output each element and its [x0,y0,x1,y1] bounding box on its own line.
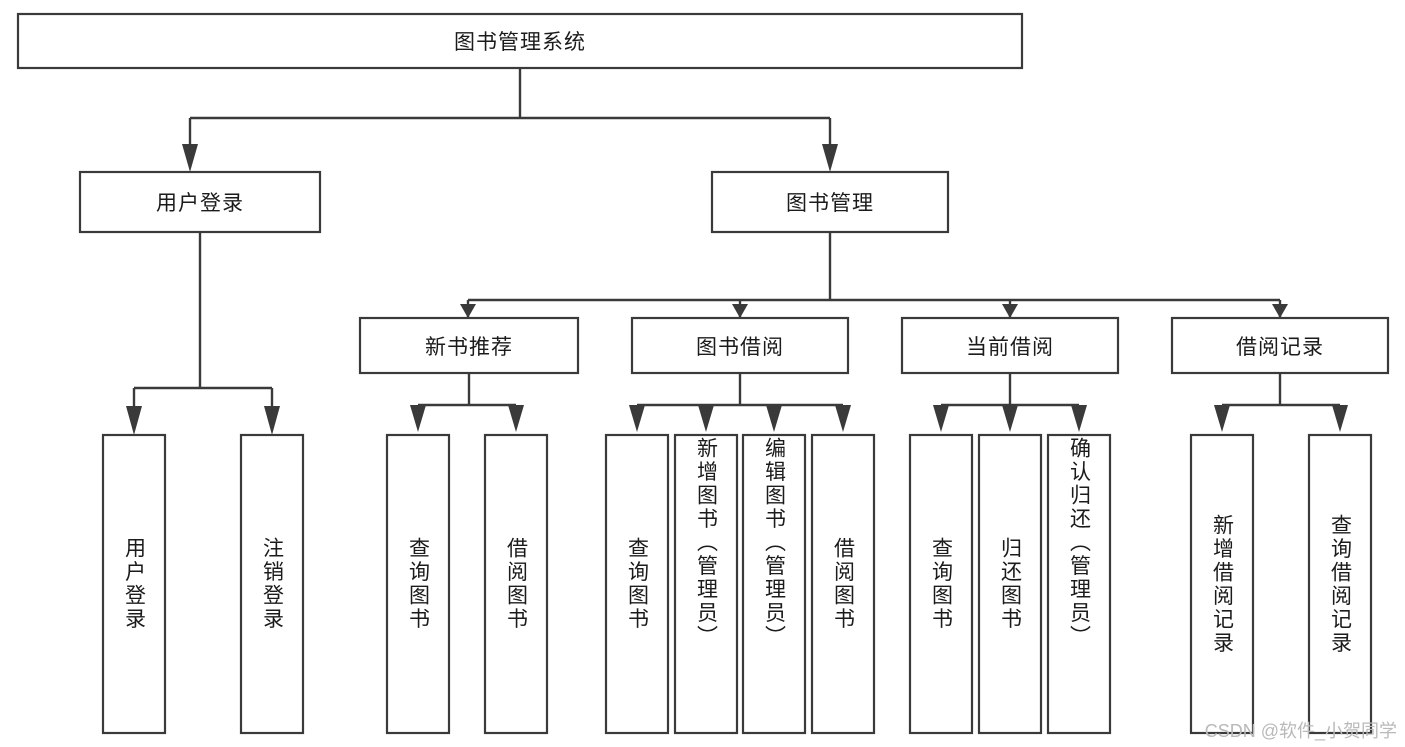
connector-root-to-level2 [182,68,838,172]
node-leaf-user-logout[interactable] [239,433,305,735]
arrow-to-leaf-borrow-book-2 [835,405,851,432]
node-leaf-return-book[interactable] [977,433,1043,735]
node-leaf-borrow-book-2[interactable] [810,433,876,735]
arrow-to-borrow-record [1272,304,1288,318]
node-user-login[interactable] [78,170,322,234]
node-leaf-user-login[interactable] [101,433,167,735]
arrow-to-leaf-query-book-3 [933,405,949,432]
arrow-to-leaf-query-book-2 [629,405,645,432]
arrow-to-leaf-return-book [1002,405,1018,432]
arrow-to-leaf-add-record [1214,405,1230,432]
node-book-borrow[interactable] [630,316,850,375]
connector-borrowrecord-to-leaves [1214,373,1348,432]
arrow-to-leaf-user-logout [264,406,280,435]
connector-newbookrec-to-leaves [410,373,524,432]
connector-userlogin-to-leaves [126,232,280,435]
node-leaf-borrow-book-1[interactable] [483,433,549,735]
connector-bookmanage-to-level3 [460,232,1288,330]
node-leaf-query-book-2[interactable] [604,433,670,735]
arrow-to-leaf-query-book-1 [410,405,426,432]
arrow-to-current-borrow [1002,304,1018,318]
node-current-borrow[interactable] [900,316,1120,375]
connector-bookborrow-to-leaves [629,373,851,432]
arrow-to-book-manage [822,144,838,172]
arrow-to-leaf-confirm-return [1071,405,1087,432]
node-root[interactable] [16,12,1024,70]
arrow-to-leaf-user-login [126,406,142,435]
arrow-to-leaf-borrow-book-1 [508,405,524,432]
node-leaf-edit-book[interactable] [741,433,807,735]
arrow-to-leaf-query-record [1332,405,1348,432]
arrow-to-leaf-edit-book [766,405,782,432]
arrow-to-leaf-add-book [698,405,714,432]
node-leaf-add-book[interactable] [673,433,739,735]
node-borrow-record[interactable] [1170,316,1390,375]
node-leaf-query-book-3[interactable] [908,433,974,735]
arrow-to-book-borrow [732,304,748,318]
node-leaf-query-book-1[interactable] [385,433,451,735]
node-leaf-query-record[interactable] [1307,433,1373,735]
connector-currentborrow-to-leaves [933,373,1087,432]
node-leaf-add-record[interactable] [1189,433,1255,735]
node-book-manage[interactable] [710,170,950,234]
node-leaf-confirm-return[interactable] [1046,433,1112,735]
arrow-to-new-book-rec [460,304,476,318]
node-new-book-rec[interactable] [358,316,580,375]
arrow-to-user-login [182,144,198,172]
